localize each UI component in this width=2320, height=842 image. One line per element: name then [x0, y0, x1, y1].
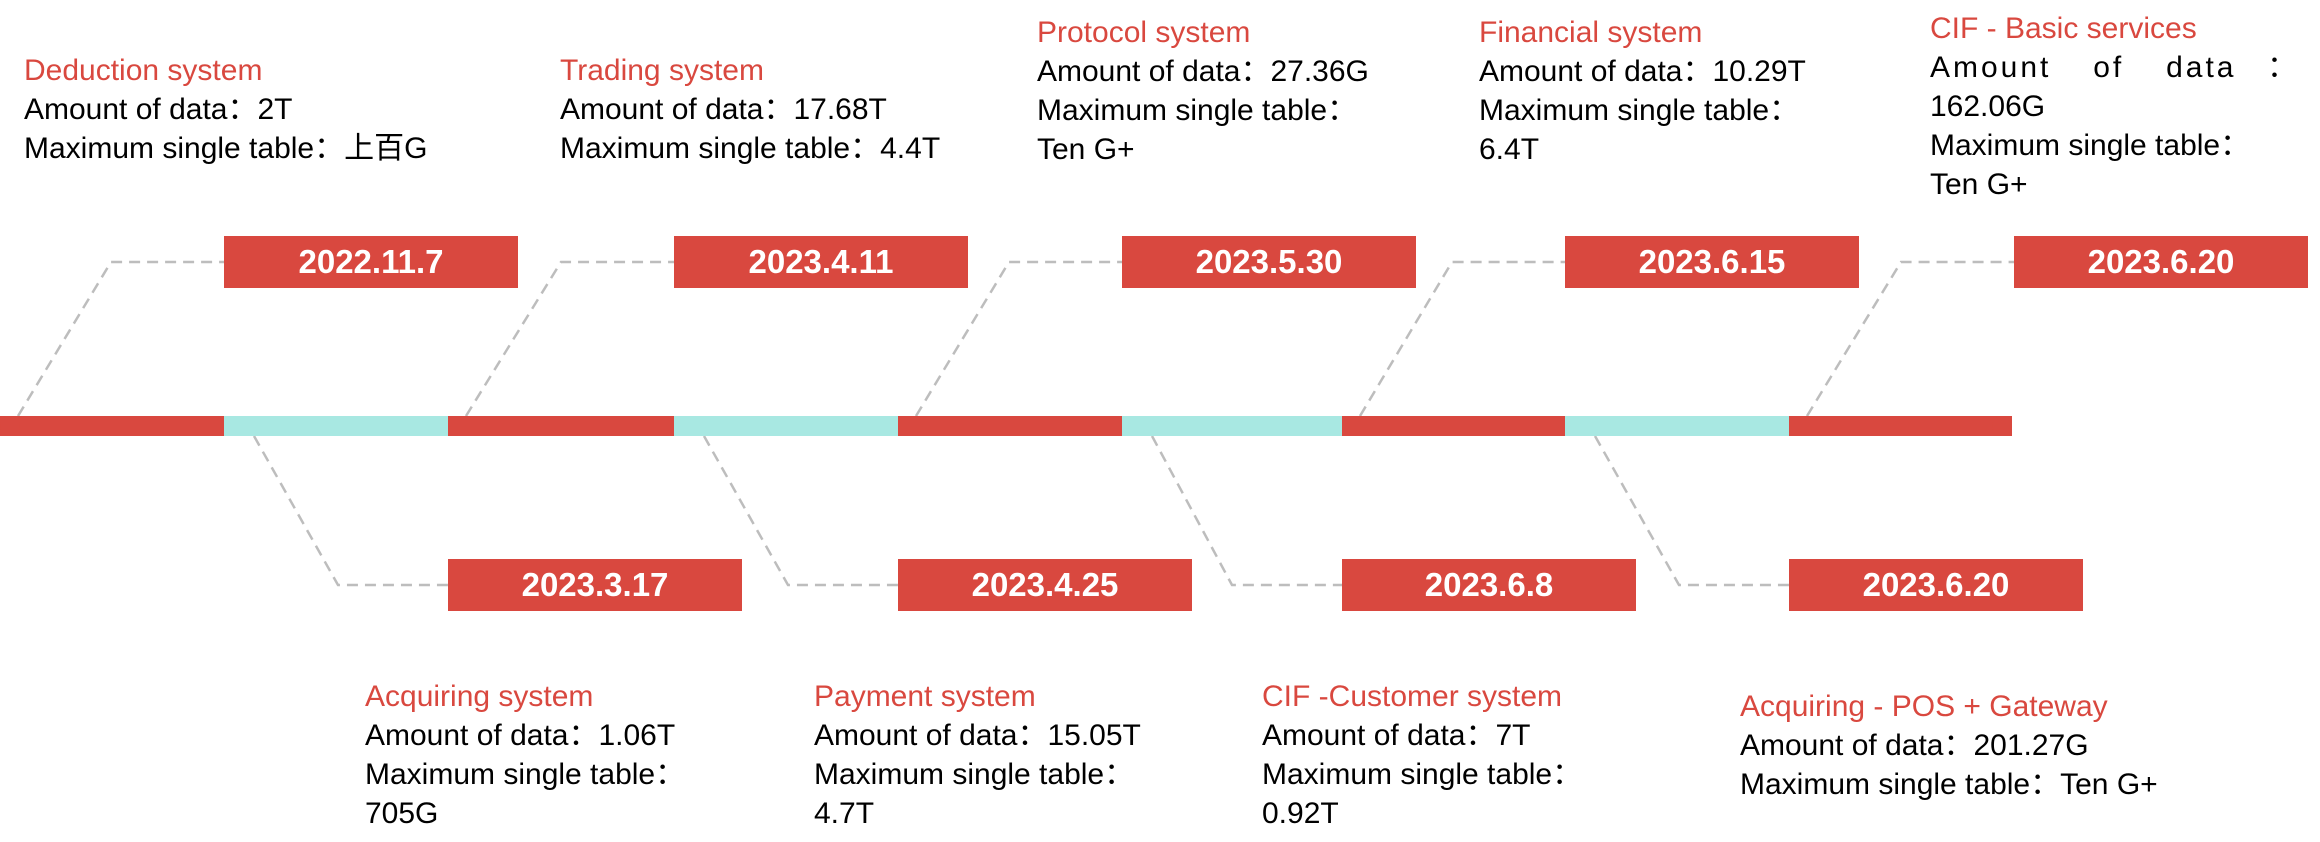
- system-detail-line: Amount of data：: [1930, 51, 2300, 84]
- system-detail-line: Amount of data：2T: [24, 93, 293, 126]
- connector-dashed-line: [1593, 435, 1789, 587]
- system-detail-line: Ten G+: [1930, 168, 2028, 201]
- timeline-segment: [1789, 416, 2012, 436]
- connector-dashed-line: [1150, 435, 1342, 587]
- system-title: Payment system: [814, 680, 1036, 713]
- system-title: Financial system: [1479, 16, 1703, 49]
- system-detail-line: Amount of data：201.27G: [1740, 729, 2089, 762]
- system-detail-line: Maximum single table：: [1930, 129, 2251, 162]
- system-detail-line: Amount of data：15.05T: [814, 719, 1141, 752]
- timeline-segment: [0, 416, 224, 436]
- date-label: 2023.6.20: [1789, 559, 2083, 611]
- system-title: Acquiring - POS + Gateway: [1740, 690, 2108, 723]
- system-detail-line: Amount of data：7T: [1262, 719, 1531, 752]
- system-detail-line: Amount of data：1.06T: [365, 719, 676, 752]
- system-detail-line: Maximum single table：: [1037, 94, 1358, 127]
- system-detail-line: Maximum single table：: [1479, 94, 1800, 127]
- date-label: 2023.6.8: [1342, 559, 1636, 611]
- date-label: 2023.6.20: [2014, 236, 2308, 288]
- connector-dashed-line: [702, 435, 898, 587]
- date-label: 2023.4.25: [898, 559, 1192, 611]
- system-detail-line: Amount of data：27.36G: [1037, 55, 1369, 88]
- system-title: Deduction system: [24, 54, 263, 87]
- connector-dashed-line: [464, 260, 674, 417]
- system-title: Acquiring system: [365, 680, 594, 713]
- system-title: Trading system: [560, 54, 764, 87]
- timeline-segment: [1342, 416, 1565, 436]
- connector-dashed-line: [1805, 260, 2014, 417]
- timeline-segment: [898, 416, 1122, 436]
- system-detail-line: Ten G+: [1037, 133, 1135, 166]
- timeline-segment: [674, 416, 898, 436]
- timeline-segment: [224, 416, 448, 436]
- system-detail-line: Amount of data：10.29T: [1479, 55, 1806, 88]
- system-detail-line: Maximum single table：Ten G+: [1740, 768, 2158, 801]
- system-detail-line: 0.92T: [1262, 797, 1339, 830]
- system-detail-line: Maximum single table：: [1262, 758, 1583, 791]
- system-detail-line: Maximum single table：: [814, 758, 1135, 791]
- system-detail-line: Amount of data：17.68T: [560, 93, 887, 126]
- timeline-axis: [0, 416, 2012, 436]
- system-title: Protocol system: [1037, 16, 1251, 49]
- date-label: 2023.6.15: [1565, 236, 1859, 288]
- system-detail-line: Maximum single table：4.4T: [560, 132, 941, 165]
- date-label: 2023.4.11: [674, 236, 968, 288]
- system-title: CIF -Customer system: [1262, 680, 1563, 713]
- timeline-end-cap: [1992, 416, 2012, 436]
- system-detail-line: Maximum single table：上百G: [24, 132, 428, 165]
- system-detail-line: 6.4T: [1479, 133, 1540, 166]
- system-detail-line: 162.06G: [1930, 90, 2046, 123]
- system-detail-line: 4.7T: [814, 797, 875, 830]
- connector-dashed-line: [914, 260, 1122, 417]
- timeline-segment: [448, 416, 674, 436]
- system-title: CIF - Basic services: [1930, 12, 2197, 45]
- timeline-segment: [1565, 416, 1789, 436]
- date-label: 2023.3.17: [448, 559, 742, 611]
- date-label: 2022.11.7: [224, 236, 518, 288]
- system-detail-line: 705G: [365, 797, 439, 830]
- date-label: 2023.5.30: [1122, 236, 1416, 288]
- connector-dashed-line: [252, 435, 448, 587]
- timeline-segment: [1122, 416, 1342, 436]
- timeline-end-cap: [0, 416, 20, 436]
- connector-lines: [16, 260, 2014, 587]
- system-detail-line: Maximum single table：: [365, 758, 686, 791]
- connector-dashed-line: [1358, 260, 1565, 417]
- connector-dashed-line: [16, 260, 224, 417]
